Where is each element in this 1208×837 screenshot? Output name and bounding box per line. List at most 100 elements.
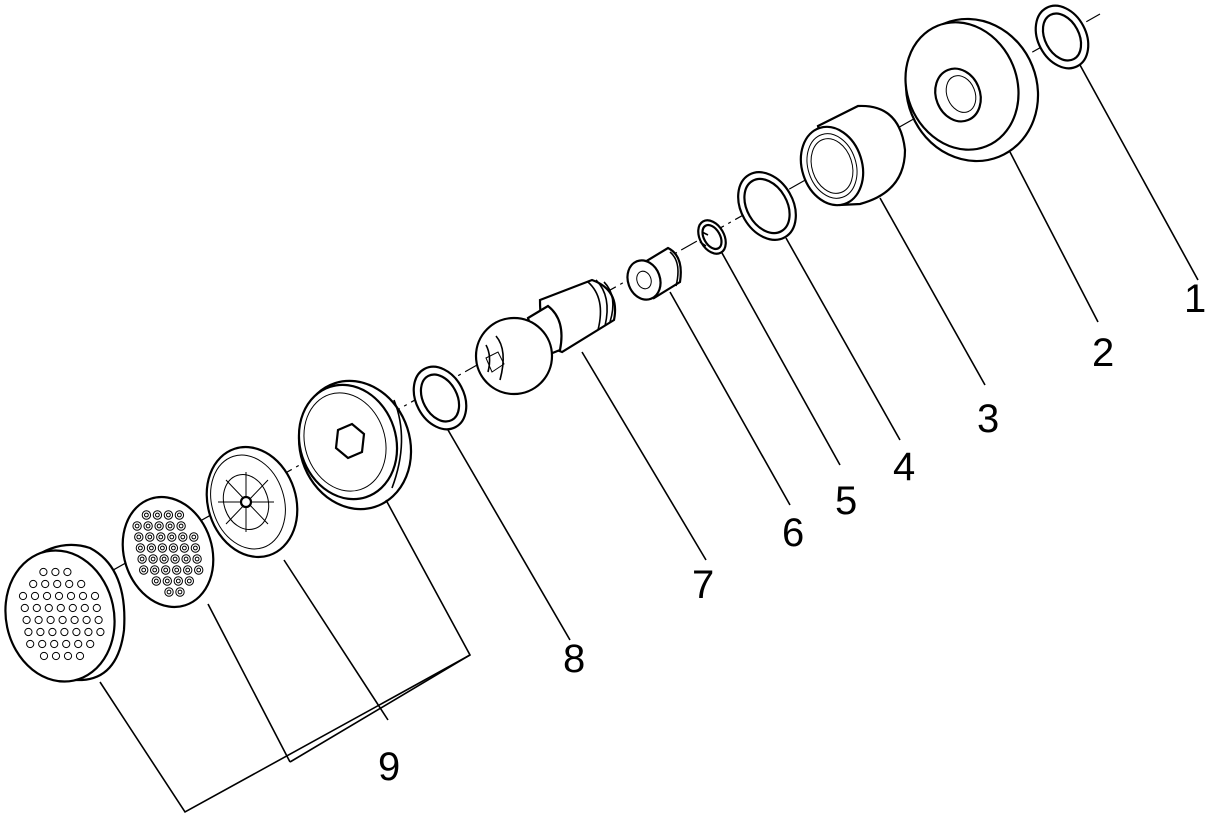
hole: [53, 579, 62, 589]
hole: [82, 615, 91, 625]
hole: [66, 591, 76, 601]
leader-9: [283, 559, 389, 721]
hole-inner: [177, 512, 182, 518]
hole-inner: [136, 534, 142, 540]
hole: [30, 591, 40, 601]
hole-inner: [166, 589, 172, 595]
leader-7: [581, 351, 707, 561]
hole-inner: [196, 567, 202, 573]
part-8-washer: [412, 365, 468, 431]
hole: [184, 576, 195, 586]
hole-inner: [150, 556, 156, 562]
hole: [29, 579, 38, 589]
part-9-face-cover: [4, 543, 126, 683]
hole-inner: [156, 523, 162, 529]
hole: [96, 627, 105, 637]
callout-1: 1: [1184, 277, 1206, 321]
hole: [139, 565, 149, 575]
hole: [137, 554, 147, 564]
hole-inner: [180, 534, 186, 540]
hole: [143, 521, 153, 531]
hole: [86, 639, 95, 649]
hole: [178, 532, 188, 542]
hole-inner: [178, 523, 184, 529]
hole: [72, 627, 81, 637]
hole: [48, 627, 57, 637]
hole: [170, 554, 180, 564]
hole: [51, 567, 60, 577]
hole: [63, 567, 72, 577]
hole: [163, 510, 174, 520]
callout-3: 3: [977, 397, 999, 441]
hole: [74, 639, 83, 649]
hole: [41, 579, 50, 589]
hole: [84, 627, 93, 637]
hole: [20, 603, 29, 613]
part-2-rosette: [904, 17, 1040, 163]
leader-2: [1009, 151, 1099, 323]
hole-inner: [149, 545, 154, 551]
part-9-perforated-plate: [121, 495, 215, 609]
hole: [181, 554, 191, 564]
part-1-washer: [1034, 4, 1090, 70]
callout-2: 2: [1092, 331, 1114, 375]
hole-inner: [163, 567, 169, 573]
hole-inner: [152, 567, 158, 573]
hole: [148, 554, 158, 564]
hole: [60, 627, 69, 637]
hole: [78, 591, 88, 601]
hole: [183, 565, 193, 575]
hole: [159, 554, 169, 564]
hole: [26, 639, 35, 649]
hole: [36, 627, 45, 637]
hole: [165, 521, 175, 531]
hole: [39, 567, 48, 577]
hole: [94, 615, 103, 625]
hole: [154, 521, 164, 531]
face-holes: [18, 567, 105, 661]
leader-4: [785, 237, 901, 441]
hole: [62, 639, 71, 649]
hole: [192, 554, 202, 564]
leader-3: [879, 197, 986, 386]
hole: [145, 532, 155, 542]
part-9-head-body: [297, 379, 413, 511]
hole: [18, 591, 28, 601]
hole: [141, 510, 152, 520]
hole: [189, 532, 199, 542]
callout-9: 9: [378, 745, 400, 789]
hole: [92, 603, 101, 613]
hole-inner: [144, 512, 149, 518]
hole: [157, 543, 168, 553]
hole: [50, 639, 59, 649]
hole: [161, 565, 171, 575]
hole: [150, 565, 160, 575]
hole: [75, 651, 85, 661]
hole: [51, 651, 61, 661]
hole: [32, 603, 41, 613]
hole-inner: [155, 512, 160, 518]
hole: [174, 510, 185, 520]
hole: [77, 579, 86, 589]
hole-inner: [147, 534, 153, 540]
hole-inner: [158, 534, 164, 540]
leader-9-cover: [99, 654, 471, 814]
part-9-spray-disc: [205, 445, 299, 559]
callout-7: 7: [692, 563, 714, 607]
hole: [63, 651, 73, 661]
hole: [42, 591, 52, 601]
hole-inner: [169, 534, 175, 540]
hole: [65, 579, 74, 589]
hole-inner: [175, 578, 181, 584]
leader-5: [721, 252, 841, 466]
hole-inner: [153, 578, 159, 584]
hole: [179, 543, 190, 553]
part-7-ball-joint: [474, 278, 617, 396]
hole: [54, 591, 64, 601]
hole-inner: [134, 523, 140, 529]
hole-inner: [145, 523, 151, 529]
part-6-cartridge: [626, 246, 682, 301]
hole: [173, 576, 184, 586]
